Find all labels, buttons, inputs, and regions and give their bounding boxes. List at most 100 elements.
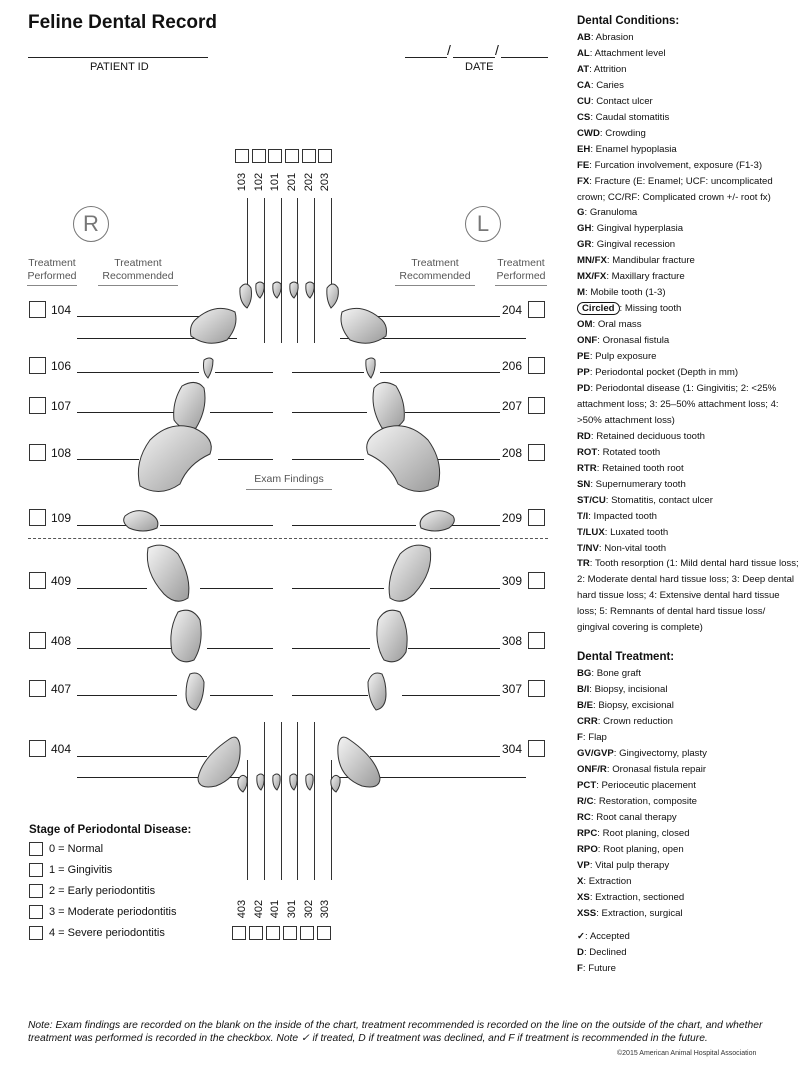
recommended-line-209[interactable] [452, 525, 500, 526]
recommended-line-309[interactable] [430, 588, 500, 589]
performed-box-309[interactable] [528, 572, 545, 589]
performed-box-206[interactable] [528, 357, 545, 374]
date-month-line[interactable] [405, 57, 447, 58]
legend-desc: Enamel hypoplasia [595, 143, 677, 155]
incisor-box-103[interactable] [235, 149, 249, 163]
performed-box-108[interactable] [29, 444, 46, 461]
legend-desc: Extraction, surgical [601, 907, 683, 919]
recommended-line-104[interactable] [77, 316, 207, 317]
tooth-307-icon [367, 672, 387, 711]
stage-checkbox[interactable] [29, 905, 43, 919]
recommended-line-107[interactable] [77, 412, 175, 413]
date-year-line[interactable] [501, 57, 548, 58]
stage-option-0[interactable]: 0 = Normal [29, 842, 103, 856]
recommended-line-407[interactable] [77, 695, 177, 696]
performed-box-104[interactable] [29, 301, 46, 318]
stage-checkbox[interactable] [29, 926, 43, 940]
legend-code: T/NV [577, 542, 599, 554]
performed-box-107[interactable] [29, 397, 46, 414]
exam-line-304[interactable] [336, 777, 526, 778]
performed-box-109[interactable] [29, 509, 46, 526]
incisor-box-402[interactable] [249, 926, 263, 940]
incisor-box-101[interactable] [268, 149, 282, 163]
exam-line-308[interactable] [292, 648, 370, 649]
recommended-line-304[interactable] [370, 756, 500, 757]
performed-box-207[interactable] [528, 397, 545, 414]
legend-code: Circled [577, 302, 620, 316]
exam-line-104[interactable] [77, 338, 237, 339]
exam-line-208[interactable] [292, 459, 364, 460]
performed-box-208[interactable] [528, 444, 545, 461]
performed-box-106[interactable] [29, 357, 46, 374]
legend-desc: Abrasion [595, 32, 634, 43]
performed-box-308[interactable] [528, 632, 545, 649]
incisor-box-201[interactable] [285, 149, 299, 163]
legend-code: RTR [577, 462, 597, 474]
recommended-line-404[interactable] [77, 756, 207, 757]
tooth-401-icon [272, 773, 281, 791]
performed-box-404[interactable] [29, 740, 46, 757]
legend-desc: Luxated tooth [610, 526, 669, 538]
stage-option-1[interactable]: 1 = Gingivitis [29, 863, 112, 877]
incisor-box-102[interactable] [252, 149, 266, 163]
performed-box-304[interactable] [528, 740, 545, 757]
recommended-line-409[interactable] [77, 588, 147, 589]
stage-checkbox[interactable] [29, 863, 43, 877]
legend-item: AT: Attrition [577, 63, 627, 75]
tooth-204-icon [340, 307, 387, 344]
incisor-box-301[interactable] [283, 926, 297, 940]
recommended-line-307[interactable] [402, 695, 500, 696]
stage-checkbox[interactable] [29, 842, 43, 856]
incisor-box-401[interactable] [266, 926, 280, 940]
stage-option-3[interactable]: 3 = Moderate periodontitis [29, 905, 177, 919]
stage-option-2[interactable]: 2 = Early periodontitis [29, 884, 155, 898]
recommended-line-308[interactable] [408, 648, 500, 649]
recommended-line-108[interactable] [77, 459, 139, 460]
recommended-line-206[interactable] [380, 372, 500, 373]
legend-desc: Caudal stomatitis [595, 111, 670, 123]
incisor-box-202[interactable] [302, 149, 316, 163]
exam-line-207[interactable] [292, 412, 367, 413]
patient-id-line[interactable] [28, 57, 208, 58]
incisor-box-303[interactable] [317, 926, 331, 940]
exam-line-407[interactable] [210, 695, 273, 696]
incisor-box-203[interactable] [318, 149, 332, 163]
incisor-line [297, 722, 298, 880]
exam-line-209[interactable] [292, 525, 416, 526]
exam-line-309[interactable] [292, 588, 384, 589]
incisor-box-302[interactable] [300, 926, 314, 940]
performed-box-407[interactable] [29, 680, 46, 697]
recommended-line-106[interactable] [77, 372, 199, 373]
performed-box-209[interactable] [528, 509, 545, 526]
legend-item: RD: Retained deciduous tooth [577, 430, 706, 442]
legend-code: B/I [577, 684, 590, 696]
exam-line-109[interactable] [160, 525, 273, 526]
performed-box-204[interactable] [528, 301, 545, 318]
tooth-301-icon [289, 773, 298, 791]
tooth-201-icon [289, 281, 299, 299]
exam-line-404[interactable] [77, 777, 242, 778]
performed-box-408[interactable] [29, 632, 46, 649]
exam-line-108[interactable] [218, 459, 273, 460]
recommended-line-109[interactable] [77, 525, 127, 526]
stage-option-4[interactable]: 4 = Severe periodontitis [29, 926, 165, 940]
performed-box-307[interactable] [528, 680, 545, 697]
date-day-line[interactable] [453, 57, 495, 58]
recommended-line-207[interactable] [405, 412, 500, 413]
performed-box-409[interactable] [29, 572, 46, 589]
stage-checkbox[interactable] [29, 884, 43, 898]
exam-line-409[interactable] [200, 588, 273, 589]
recommended-line-204[interactable] [372, 316, 500, 317]
tooth-202-icon [305, 281, 315, 299]
exam-line-307[interactable] [292, 695, 368, 696]
recommended-line-408[interactable] [77, 648, 172, 649]
exam-line-204[interactable] [340, 338, 526, 339]
exam-line-408[interactable] [207, 648, 273, 649]
recommended-line-208[interactable] [438, 459, 500, 460]
incisor-box-403[interactable] [232, 926, 246, 940]
exam-line-106[interactable] [215, 372, 273, 373]
exam-line-206[interactable] [292, 372, 364, 373]
exam-line-107[interactable] [210, 412, 273, 413]
legend-desc: Gingival hyperplasia [596, 223, 684, 235]
